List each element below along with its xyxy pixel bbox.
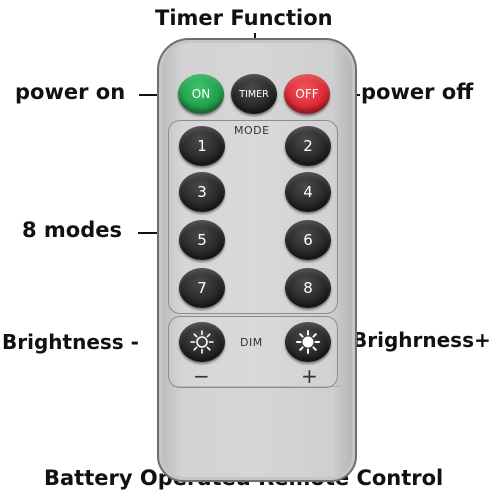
plus-sign: +: [301, 364, 318, 388]
brightness-down-button[interactable]: [179, 322, 225, 362]
mode-button-3[interactable]: 3: [179, 172, 225, 212]
battery-cover: [172, 386, 340, 447]
timer-button[interactable]: TIMER: [231, 74, 277, 114]
power-on-label: power on: [15, 80, 126, 104]
dim-label: DIM: [240, 336, 263, 349]
sun-filled-icon: [296, 330, 320, 354]
eight-modes-label: 8 modes: [22, 218, 123, 242]
mode-button-8-label: 8: [303, 279, 313, 297]
minus-sign: −: [193, 364, 210, 388]
brightness-plus-label: Brighrness+: [352, 328, 491, 352]
mode-button-7-label: 7: [197, 279, 207, 297]
power-on-button[interactable]: ON: [178, 74, 224, 114]
mode-label: MODE: [234, 124, 270, 137]
mode-button-1-label: 1: [197, 137, 207, 155]
power-off-button-label: OFF: [295, 87, 319, 101]
mode-button-8[interactable]: 8: [285, 268, 331, 308]
mode-button-6[interactable]: 6: [285, 220, 331, 260]
mode-button-5[interactable]: 5: [179, 220, 225, 260]
power-off-label: power off: [361, 80, 474, 104]
mode-button-4[interactable]: 4: [285, 172, 331, 212]
mode-button-7[interactable]: 7: [179, 268, 225, 308]
power-off-button[interactable]: OFF: [284, 74, 330, 114]
power-on-button-label: ON: [191, 87, 211, 101]
modes-pointer-line: [138, 232, 170, 234]
mode-button-2[interactable]: 2: [285, 126, 331, 166]
mode-button-3-label: 3: [197, 183, 207, 201]
mode-button-6-label: 6: [303, 231, 313, 249]
mode-button-2-label: 2: [303, 137, 313, 155]
brightness-up-button[interactable]: [285, 322, 331, 362]
brightness-minus-label: Brightness -: [2, 330, 139, 354]
sun-outline-icon: [190, 330, 214, 354]
mode-button-5-label: 5: [197, 231, 207, 249]
timer-button-label: TIMER: [239, 88, 269, 100]
mode-button-4-label: 4: [303, 183, 313, 201]
mode-button-1[interactable]: 1: [179, 126, 225, 166]
timer-function-label: Timer Function: [155, 6, 333, 30]
